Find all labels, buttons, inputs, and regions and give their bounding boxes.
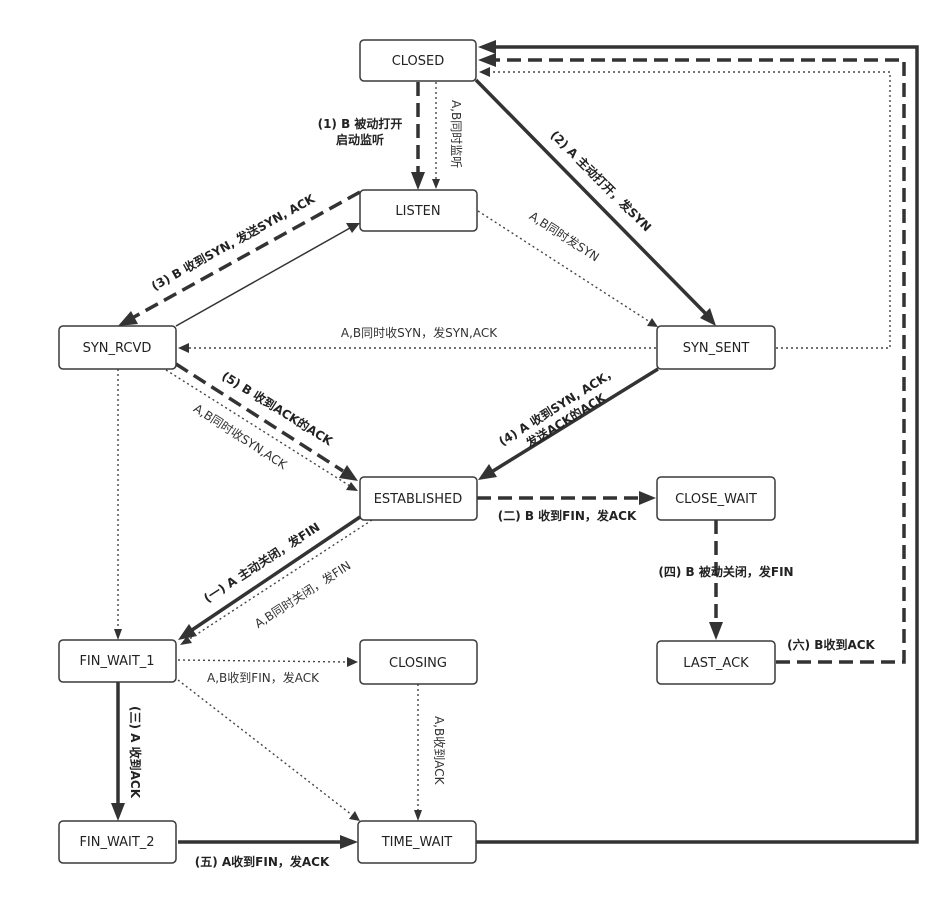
state-closing-label: CLOSING xyxy=(389,656,447,671)
label-lastack-closed: (六) B收到ACK xyxy=(787,637,875,652)
edge-synrcvd-established xyxy=(175,362,358,481)
edge-finwait1-timewait xyxy=(177,679,360,821)
state-fin-wait-2: FIN_WAIT_2 xyxy=(58,820,177,864)
label-listen-synsent-simultaneous: A,B同时发SYN xyxy=(527,208,602,264)
edge-closing-timewait xyxy=(414,684,422,821)
label-closed-listen-2: 启动监听 xyxy=(336,132,384,147)
label-synsent-synrcvd-simultaneous: A,B同时收SYN，发SYN,ACK xyxy=(341,325,498,340)
label-closing-timewait: A,B收到ACK xyxy=(432,716,446,786)
state-established-label: ESTABLISHED xyxy=(374,492,463,507)
edge-listen-synsent-simultaneous xyxy=(477,210,658,327)
state-fin-wait-2-label: FIN_WAIT_2 xyxy=(79,835,154,850)
label-finwait2-timewait: (五) A收到FIN，发ACK xyxy=(195,854,330,869)
edge-closed-listen-simultaneous xyxy=(432,82,440,189)
edge-finwait2-timewait xyxy=(178,835,358,849)
state-fin-wait-1-label: FIN_WAIT_1 xyxy=(79,654,154,669)
label-finwait1-closing: A,B收到FIN，发ACK xyxy=(207,670,320,685)
label-listen-synrcvd: (3) B 收到SYN, 发送SYN, ACK xyxy=(149,190,318,293)
label-closewait-lastack: (四) B 被动关闭，发FIN xyxy=(658,564,793,579)
state-last-ack-label: LAST_ACK xyxy=(683,656,749,671)
edge-synsent-established xyxy=(478,367,659,480)
edge-closed-listen xyxy=(411,82,425,190)
state-syn-rcvd: SYN_RCVD xyxy=(58,325,177,370)
label-established-closewait: (二) B 收到FIN，发ACK xyxy=(498,508,637,523)
edge-timewait-closed xyxy=(476,40,919,844)
state-last-ack: LAST_ACK xyxy=(656,640,776,685)
edge-closed-synsent xyxy=(474,78,716,326)
state-close-wait-label: CLOSE_WAIT xyxy=(675,492,757,507)
label-closed-synsent: (2) A 主动打开，发SYN xyxy=(548,127,655,234)
label-finwait1-finwait2: (三) A 收到ACK xyxy=(128,706,143,799)
edge-listen-synrcvd xyxy=(118,190,361,326)
edge-synrcvd-established-simultaneous xyxy=(165,369,358,491)
edge-established-closewait xyxy=(477,491,656,505)
edge-finwait1-finwait2 xyxy=(111,682,125,821)
state-time-wait-label: TIME_WAIT xyxy=(381,835,453,850)
state-time-wait: TIME_WAIT xyxy=(357,820,477,864)
label-closed-listen-1: (1) B 被动打开 xyxy=(318,116,403,131)
state-close-wait: CLOSE_WAIT xyxy=(656,476,776,521)
state-established: ESTABLISHED xyxy=(359,476,478,521)
state-syn-rcvd-label: SYN_RCVD xyxy=(83,341,152,356)
state-syn-sent-label: SYN_SENT xyxy=(683,341,750,356)
state-listen-label: LISTEN xyxy=(395,204,440,219)
state-listen: LISTEN xyxy=(359,189,478,232)
edge-established-finwait1-simultaneous xyxy=(180,519,373,645)
state-closed: CLOSED xyxy=(359,39,477,82)
edge-synsent-closed-timeout xyxy=(479,67,891,349)
edge-synsent-synrcvd-simultaneous xyxy=(178,343,656,353)
label-established-finwait1-simultaneous: A,B同时关闭，发FIN xyxy=(252,558,354,631)
state-closing: CLOSING xyxy=(359,639,478,685)
edge-synrcvd-finwait1 xyxy=(114,369,122,640)
state-fin-wait-1: FIN_WAIT_1 xyxy=(58,639,177,683)
edge-finwait1-closing xyxy=(177,657,358,667)
state-closed-label: CLOSED xyxy=(392,54,445,69)
edge-synrcvd-listen xyxy=(175,223,360,327)
edge-established-finwait1 xyxy=(178,515,361,640)
edge-closewait-lastack xyxy=(709,520,723,640)
label-closed-listen-simultaneous: A,B同时监听 xyxy=(449,100,463,168)
edge-lastack-closed xyxy=(478,53,906,664)
state-syn-sent: SYN_SENT xyxy=(656,325,776,370)
